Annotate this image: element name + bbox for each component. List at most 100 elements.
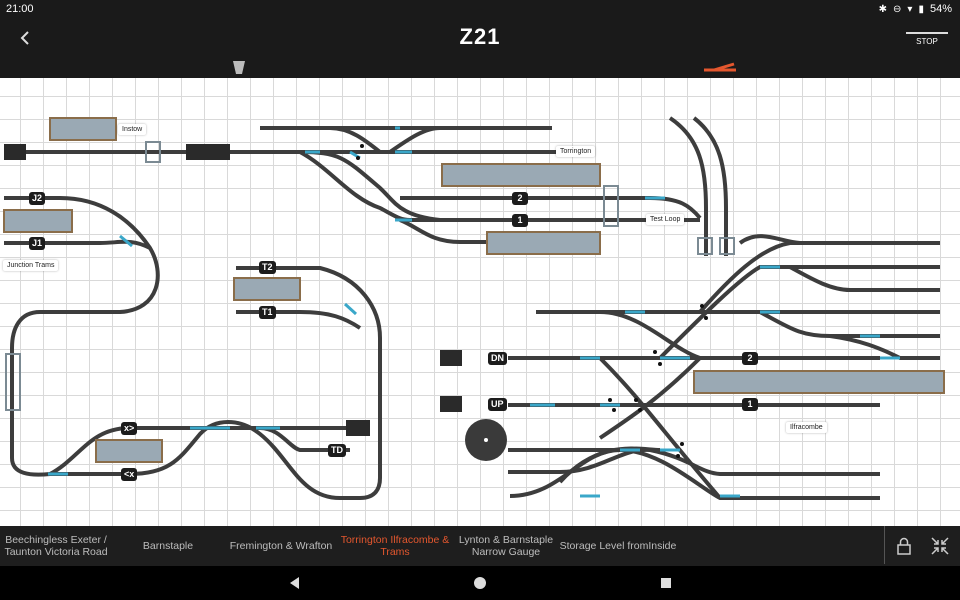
lock-icon — [897, 537, 911, 555]
buffer-stop — [440, 350, 462, 366]
station-label-test-loop: Test Loop — [646, 214, 685, 225]
track-segment — [692, 116, 728, 256]
track-tag-t1[interactable]: T1 — [259, 306, 276, 319]
track-tag-t2[interactable]: T2 — [259, 261, 276, 274]
switch-indicator — [658, 362, 662, 366]
switch-indicator — [700, 304, 704, 308]
track-segment — [658, 265, 940, 360]
station-label-junction-trams: Junction Trams — [3, 260, 59, 271]
track-segment — [598, 356, 722, 500]
switch-mode-button[interactable] — [700, 60, 740, 76]
switch-indicator — [360, 144, 364, 148]
uncoupler — [145, 141, 161, 163]
uncoupler — [5, 353, 21, 411]
track-segment — [399, 218, 520, 244]
tab-barnstaple[interactable]: Barnstaple — [142, 540, 194, 552]
switch-marker — [530, 265, 900, 498]
switch-indicator — [676, 454, 680, 458]
track-segment — [698, 241, 940, 314]
buffer-stop — [186, 144, 230, 160]
status-icons: ✱ ⊖ ▾ ▮ 54% — [879, 3, 952, 15]
chevron-left-icon — [20, 31, 29, 45]
buffer-stop — [4, 144, 26, 160]
tab-torrington-ilfracombe-trams[interactable]: Torrington Ilfracombe & Trams — [340, 534, 450, 558]
wifi-icon: ▾ — [907, 3, 913, 15]
platform — [693, 370, 945, 394]
switch-indicator — [638, 408, 642, 412]
tab-beechingless-exeter[interactable]: Beechingless Exeter / Taunton Victoria R… — [4, 534, 108, 558]
tab-storage-level[interactable]: Storage Level fromInside — [559, 540, 677, 552]
circle-home-icon — [474, 577, 486, 589]
track-segment — [668, 116, 708, 256]
station-label-ilfracombe: Ilfracombe — [786, 422, 827, 433]
tab-lynton-barnstaple[interactable]: Lynton & Barnstaple Narrow Gauge — [458, 534, 554, 558]
track-tag-x-left[interactable]: <x — [121, 468, 138, 481]
system-nav-bar — [0, 566, 960, 600]
switch-indicator — [634, 398, 638, 402]
status-time: 21:00 — [6, 3, 34, 15]
app-title: Z21 — [459, 24, 501, 49]
switch-indicator — [356, 156, 360, 160]
track-tag-up[interactable]: UP — [488, 398, 507, 411]
platform — [233, 277, 301, 301]
stop-button[interactable]: STOP — [906, 32, 948, 55]
track-tag-2-lower[interactable]: 2 — [742, 352, 758, 365]
track-tag-j1[interactable]: J1 — [29, 237, 46, 250]
station-label-instow: Instow — [118, 124, 147, 135]
status-bar: 21:00 ✱ ⊖ ▾ ▮ 54% — [0, 0, 960, 18]
track-tag-x-right[interactable]: x> — [121, 422, 138, 435]
track-segment — [789, 265, 940, 292]
locomotive-mode-button[interactable] — [230, 60, 248, 76]
track-segment — [4, 239, 151, 250]
track-switch-icon — [704, 62, 736, 72]
track-tag-1-lower[interactable]: 1 — [742, 398, 758, 411]
track-tag-j2[interactable]: J2 — [29, 192, 46, 205]
track-segment — [558, 446, 661, 484]
collapse-button[interactable] — [930, 536, 950, 556]
tab-fremington-wrafton[interactable]: Fremington & Wrafton — [229, 540, 333, 552]
collapse-icon — [931, 537, 949, 555]
buffer-stop — [346, 420, 370, 436]
switch-indicator — [653, 350, 657, 354]
track-segment — [4, 196, 160, 477]
platform — [49, 117, 117, 141]
track-layout-canvas: Instow Torrington Test Loop Junction Tra… — [0, 78, 960, 526]
turntable-center — [484, 438, 488, 442]
track-segment — [598, 356, 702, 440]
nav-home-button[interactable] — [471, 574, 489, 592]
nav-recents-button[interactable] — [657, 574, 675, 592]
bluetooth-icon: ✱ — [878, 3, 888, 15]
app-bar: Z21 STOP — [0, 18, 960, 60]
track-segment — [508, 447, 880, 476]
back-button[interactable] — [12, 24, 40, 52]
track-tag-1-upper[interactable]: 1 — [512, 214, 528, 227]
platform — [486, 231, 601, 255]
track-segment — [599, 310, 701, 360]
dnd-icon: ⊖ — [893, 3, 902, 15]
track-tag-dn[interactable]: DN — [488, 352, 507, 365]
station-label-torrington: Torrington — [556, 146, 596, 157]
track-segment — [236, 310, 362, 330]
uncoupler — [697, 237, 713, 255]
switch-indicator — [704, 316, 708, 320]
switch-marker — [305, 126, 665, 222]
layout-tab-bar: Beechingless Exeter / Taunton Victoria R… — [0, 526, 960, 566]
triangle-back-icon — [290, 577, 299, 589]
battery-level: 54% — [929, 3, 952, 15]
track-segment — [299, 150, 411, 222]
square-recents-icon — [661, 578, 671, 588]
track-tag-td[interactable]: TD — [328, 444, 346, 457]
track-segment — [738, 234, 801, 245]
track-segment — [829, 334, 940, 360]
track-segment — [100, 266, 382, 500]
track-tag-2-upper[interactable]: 2 — [512, 192, 528, 205]
switch-indicator — [680, 442, 684, 446]
platform — [95, 439, 163, 463]
nav-back-button[interactable] — [286, 574, 304, 592]
switch-indicator — [612, 408, 616, 412]
lock-button[interactable] — [894, 536, 914, 556]
cup-icon — [233, 61, 245, 74]
uncoupler — [719, 237, 735, 255]
switch-marker — [48, 234, 358, 476]
tab-divider — [884, 526, 885, 564]
